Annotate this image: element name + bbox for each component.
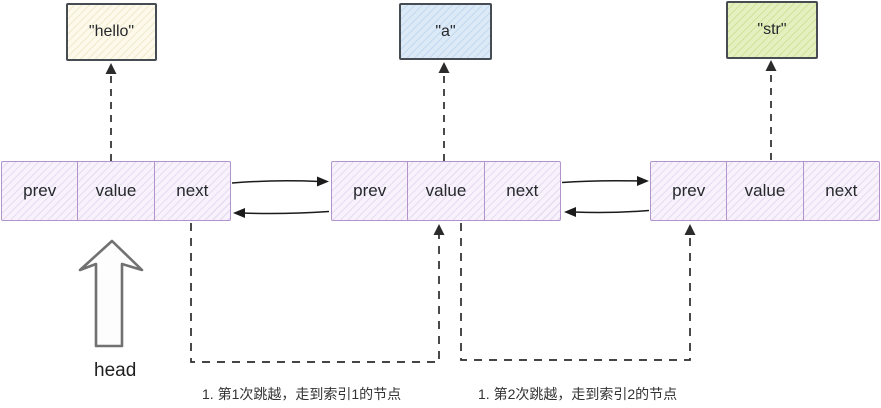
value-box-hello-label: "hello": [88, 23, 135, 40]
list-node-1: prev value next: [331, 161, 561, 221]
value-box-hello: "hello": [66, 3, 157, 61]
next-pointer-line-node0-node1: [231, 180, 321, 184]
value-box-a-label: "a": [435, 22, 456, 40]
jump-path-2-dashed-line: [460, 223, 691, 361]
node-1-prev-cell: prev: [332, 162, 409, 220]
node-0-next-cell: next: [176, 181, 209, 200]
list-node-2: prev value next: [650, 161, 880, 221]
list-node-0: prev value next: [1, 161, 231, 221]
head-label: head: [94, 360, 137, 381]
node-2-prev-cell: prev: [651, 162, 728, 220]
node-0-prev-cell: prev: [2, 162, 79, 220]
value-box-a: "a": [399, 3, 492, 60]
value-box-str-label: "str": [757, 21, 787, 38]
prev-pointer-arrowhead-icon-node2-node1: [564, 207, 576, 217]
value-pointer-arrowhead-icon-1: [438, 62, 450, 73]
next-pointer-arrowhead-icon-node0-node1: [317, 176, 329, 187]
value-pointer-arrowhead-icon-0: [105, 63, 117, 74]
jump-path-2-arrowhead-icon: [684, 224, 696, 235]
prev-pointer-line-node2-node1: [572, 209, 650, 214]
prev-pointer-line-node1-node0: [241, 210, 330, 215]
node-1-value-cell: value: [408, 162, 485, 220]
node-2-value-cell: value: [727, 162, 804, 220]
jump-annotation-1: 1. 第1次跳越，走到索引1的节点: [202, 386, 402, 402]
jump-path-1-dashed-line: [190, 223, 440, 363]
next-pointer-line-node1-node2: [561, 179, 641, 184]
node-2-next-cell: next: [825, 181, 858, 200]
prev-pointer-arrowhead-icon-node1-node0: [233, 208, 245, 218]
jump-path-1-arrowhead-icon: [433, 224, 445, 235]
value-pointer-arrowhead-icon-2: [765, 60, 777, 71]
next-pointer-arrowhead-icon-node1-node2: [637, 176, 649, 186]
value-box-str: "str": [726, 1, 818, 59]
head-up-arrow-icon: [78, 239, 144, 348]
node-0-value-cell: value: [78, 162, 155, 220]
jump-annotation-2: 1. 第2次跳越，走到索引2的节点: [478, 386, 678, 402]
node-1-next-cell: next: [506, 181, 539, 200]
